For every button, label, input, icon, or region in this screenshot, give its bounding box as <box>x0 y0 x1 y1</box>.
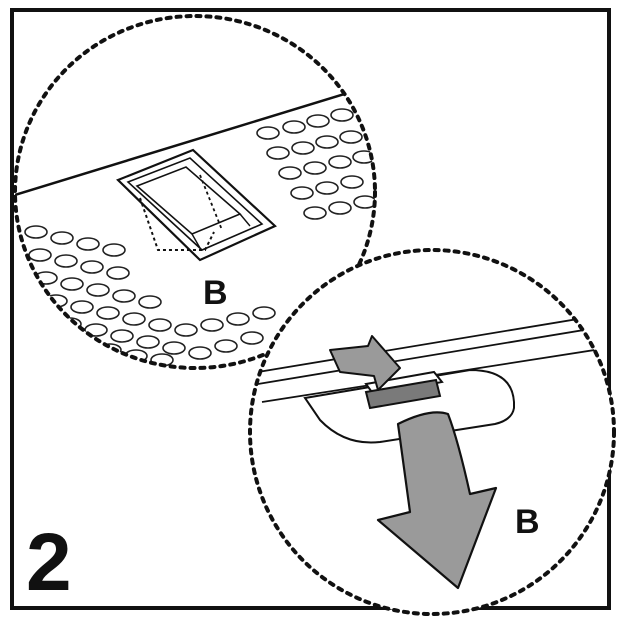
callout-label-top: B <box>203 274 228 312</box>
latch-slot <box>116 148 277 262</box>
panel-edge-line <box>15 78 375 200</box>
latch-tab <box>364 370 444 410</box>
callout-label-bottom: B <box>515 503 540 541</box>
top-detail-border <box>13 14 377 370</box>
top-detail-view <box>13 14 377 370</box>
arrow-down-curved-icon <box>376 411 498 590</box>
bottom-detail-view <box>248 248 616 616</box>
step-number: 2 <box>26 517 72 608</box>
rail-line-top <box>257 311 614 373</box>
vent-holes-right <box>256 103 375 220</box>
bottom-detail-border <box>248 248 616 616</box>
rail-line-mid <box>257 323 614 385</box>
filter-panel <box>303 368 515 444</box>
arrow-press-icon <box>329 335 401 391</box>
